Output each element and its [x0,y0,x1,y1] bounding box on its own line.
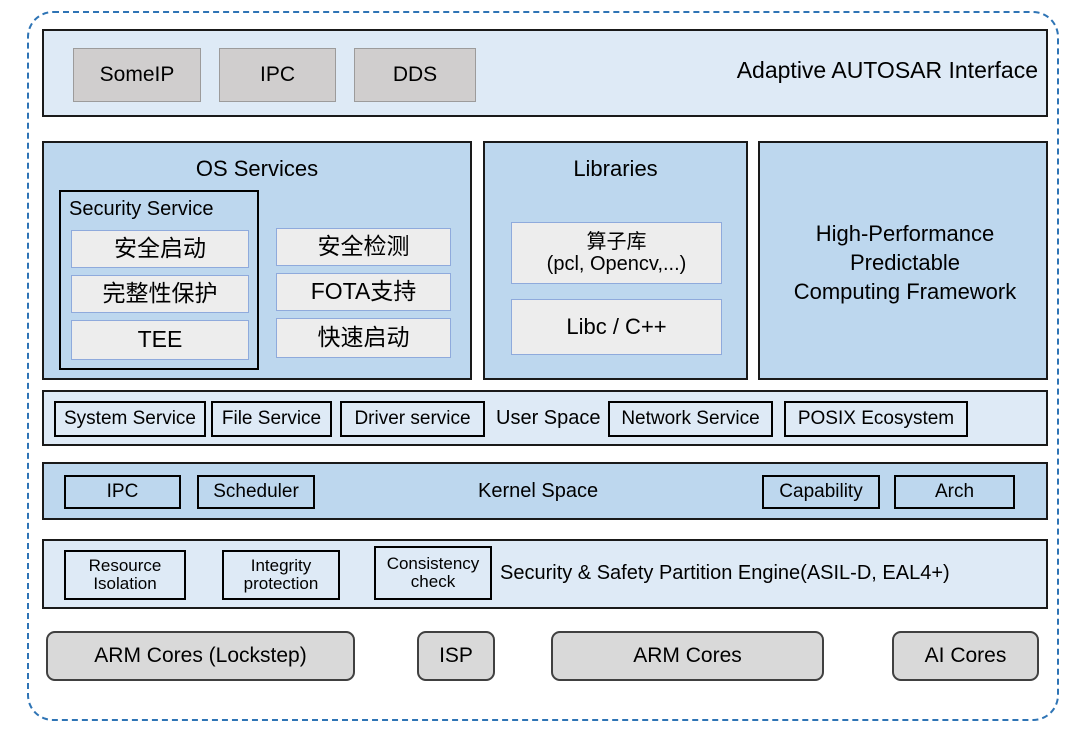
hardware-item-label: ARM Cores [633,644,742,667]
safety-item-integrity-protection[interactable]: Integrity protection [222,550,340,600]
hardware-item-arm-cores-lockstep[interactable]: ARM Cores (Lockstep) [46,631,355,681]
adaptive-autosar-interface-layer: SomeIP IPC DDS Adaptive AUTOSAR Interfac… [42,29,1048,117]
safety-item-resource-isolation[interactable]: Resource Isolation [64,550,186,600]
user-space-item-label: Driver service [354,408,471,430]
library-item-label-line2: (pcl, Opencv,...) [546,253,687,275]
hardware-item-label: ISP [439,644,473,667]
hpc-label-line3: Computing Framework [793,279,1017,305]
security-item-secure-boot[interactable]: 安全启动 [71,230,249,268]
os-services-panel: OS Services Security Service 安全启动 完整性保护 … [42,141,472,380]
security-service-subpanel: Security Service 安全启动 完整性保护 TEE [59,190,259,370]
os-service-item-label: 快速启动 [317,324,410,351]
security-item-integrity-protection[interactable]: 完整性保护 [71,275,249,313]
user-space-layer: System Service File Service Driver servi… [42,390,1048,446]
hpc-framework-label: High-Performance Predictable Computing F… [760,143,1050,382]
hardware-item-isp[interactable]: ISP [417,631,495,681]
user-space-caption: User Space [496,407,601,429]
user-space-item-label: Network Service [621,408,760,430]
kernel-space-item-capability[interactable]: Capability [762,475,880,509]
protocol-label: DDS [392,63,438,86]
libraries-title: Libraries [573,156,658,181]
kernel-space-item-arch[interactable]: Arch [894,475,1015,509]
safety-item-label-line2: protection [243,574,319,593]
kernel-space-item-label: IPC [106,481,139,503]
protocol-label: IPC [259,63,295,86]
kernel-space-item-label: Capability [779,481,863,503]
os-service-item-label: 安全检测 [317,233,410,260]
protocol-chip-ipc[interactable]: IPC [219,48,336,102]
safety-partition-engine-caption: Security & Safety Partition Engine(ASIL-… [500,562,950,584]
user-space-item-label: File Service [221,408,322,430]
hpc-label-line2: Predictable [849,249,961,275]
hpc-label-line1: High-Performance [815,220,995,246]
user-space-item-label: POSIX Ecosystem [797,408,955,430]
user-space-item-label: System Service [64,408,196,430]
library-item-label: Libc / C++ [566,313,667,339]
hpc-framework-panel: High-Performance Predictable Computing F… [758,141,1048,380]
hardware-layer: ARM Cores (Lockstep) ISP ARM Cores AI Co… [42,622,1048,694]
kernel-space-caption: Kernel Space [478,480,599,502]
kernel-space-item-label: Scheduler [213,481,299,503]
os-services-title: OS Services [195,156,319,181]
security-service-title: Security Service [69,198,214,220]
safety-item-label-line1: Resource [88,556,162,576]
user-space-item-system-service[interactable]: System Service [54,401,206,437]
security-item-label: 安全启动 [114,235,206,262]
user-space-item-network-service[interactable]: Network Service [608,401,773,437]
security-item-label: TEE [137,326,183,353]
os-service-item-fast-boot[interactable]: 快速启动 [276,318,451,358]
hardware-item-arm-cores[interactable]: ARM Cores [551,631,824,681]
kernel-space-item-ipc[interactable]: IPC [64,475,181,509]
safety-item-label-line1: Integrity [250,556,312,576]
hardware-item-ai-cores[interactable]: AI Cores [892,631,1039,681]
hardware-item-label: AI Cores [924,644,1007,667]
os-service-item-label: FOTA支持 [310,278,417,305]
security-item-label: 完整性保护 [102,280,218,307]
system-boundary-dashed-frame [27,11,1059,721]
kernel-space-layer: IPC Scheduler Kernel Space Capability Ar… [42,462,1048,520]
safety-partition-engine-layer: Resource Isolation Integrity protection … [42,539,1048,609]
os-service-item-security-detection[interactable]: 安全检测 [276,228,451,266]
library-item-operator-library[interactable]: 算子库 (pcl, Opencv,...) [511,222,722,284]
kernel-space-item-label: Arch [934,481,975,503]
user-space-item-posix-ecosystem[interactable]: POSIX Ecosystem [784,401,968,437]
user-space-item-driver-service[interactable]: Driver service [340,401,485,437]
hardware-item-label: ARM Cores (Lockstep) [94,644,307,667]
os-service-item-fota-support[interactable]: FOTA支持 [276,273,451,311]
protocol-label: SomeIP [99,63,175,86]
safety-item-label-line2: Isolation [93,574,157,593]
security-item-tee[interactable]: TEE [71,320,249,360]
safety-item-label-line2: check [410,572,456,591]
kernel-space-item-scheduler[interactable]: Scheduler [197,475,315,509]
adaptive-autosar-interface-caption: Adaptive AUTOSAR Interface [736,57,1038,83]
protocol-chip-someip[interactable]: SomeIP [73,48,201,102]
libraries-panel: Libraries 算子库 (pcl, Opencv,...) Libc / C… [483,141,748,380]
protocol-chip-dds[interactable]: DDS [354,48,476,102]
library-item-label-line1: 算子库 [586,230,647,253]
user-space-item-file-service[interactable]: File Service [211,401,332,437]
library-item-libc-cpp[interactable]: Libc / C++ [511,299,722,355]
safety-item-consistency-check[interactable]: Consistency check [374,546,492,600]
safety-item-label-line1: Consistency [386,554,480,574]
